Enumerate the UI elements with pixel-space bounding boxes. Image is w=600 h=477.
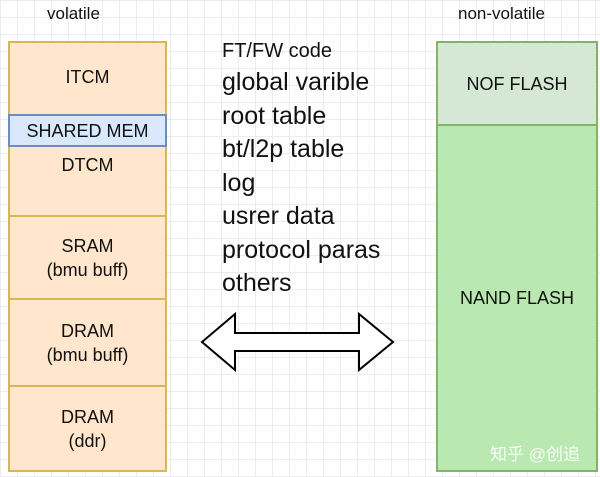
nof-flash-label: NOF FLASH bbox=[466, 73, 568, 94]
sram-sub: (bmu buff) bbox=[46, 259, 129, 280]
dram-bmu-block: DRAM (bmu buff) bbox=[8, 298, 167, 387]
data-item-list: FT/FW code global varible root table bt/… bbox=[222, 36, 380, 301]
data-item: global varible bbox=[222, 68, 370, 96]
data-item: others bbox=[222, 269, 292, 297]
volatile-header: volatile bbox=[47, 4, 100, 23]
data-item: log bbox=[222, 168, 256, 197]
data-item: protocol paras bbox=[222, 235, 381, 264]
shared-mem-label: SHARED MEM bbox=[26, 120, 149, 141]
nand-flash-label: NAND FLASH bbox=[459, 288, 575, 308]
non-volatile-header: non-volatile bbox=[458, 4, 545, 23]
nof-flash-block: NOF FLASH bbox=[436, 41, 598, 126]
sram-label: SRAM bbox=[61, 235, 114, 256]
dram-ddr-label: DRAM bbox=[61, 406, 114, 427]
shared-mem-block: SHARED MEM bbox=[8, 114, 167, 147]
sram-block: SRAM (bmu buff) bbox=[8, 215, 167, 300]
dram-bmu-sub: (bmu buff) bbox=[46, 344, 129, 365]
nand-flash-block: NAND FLASH bbox=[436, 124, 598, 472]
data-item: FT/FW code bbox=[222, 40, 333, 62]
data-item: bt/l2p table bbox=[222, 135, 345, 163]
itcm-block: ITCM bbox=[8, 41, 167, 117]
dram-bmu-label: DRAM bbox=[60, 320, 114, 341]
dram-ddr-sub: (ddr) bbox=[68, 430, 107, 451]
dram-ddr-block: DRAM (ddr) bbox=[8, 385, 167, 472]
data-item: root table bbox=[222, 101, 327, 130]
itcm-label: ITCM bbox=[65, 67, 110, 87]
data-item: usrer data bbox=[222, 202, 335, 230]
dtcm-label: DTCM bbox=[61, 155, 114, 175]
watermark: 知乎 @创追 bbox=[490, 445, 580, 464]
